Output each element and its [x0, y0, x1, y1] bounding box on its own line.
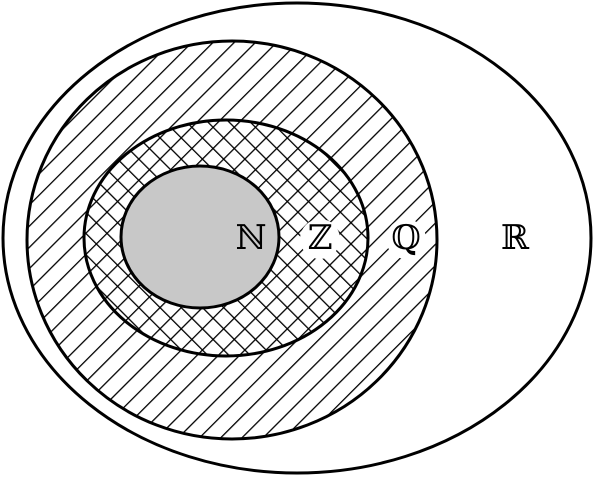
label-q: ℚ — [391, 218, 421, 258]
label-r: ℝ — [501, 218, 530, 258]
label-z-background — [300, 219, 340, 259]
set-n-region — [119, 164, 281, 310]
set-q-boundary — [25, 39, 439, 441]
set-n-boundary — [119, 164, 281, 310]
label-q-background — [386, 219, 426, 259]
label-n: ℕ — [235, 218, 266, 258]
set-z-boundary — [82, 118, 370, 358]
set-labels: ℕ ℤ ℚ ℝ — [235, 218, 530, 259]
label-z: ℤ — [308, 218, 333, 258]
